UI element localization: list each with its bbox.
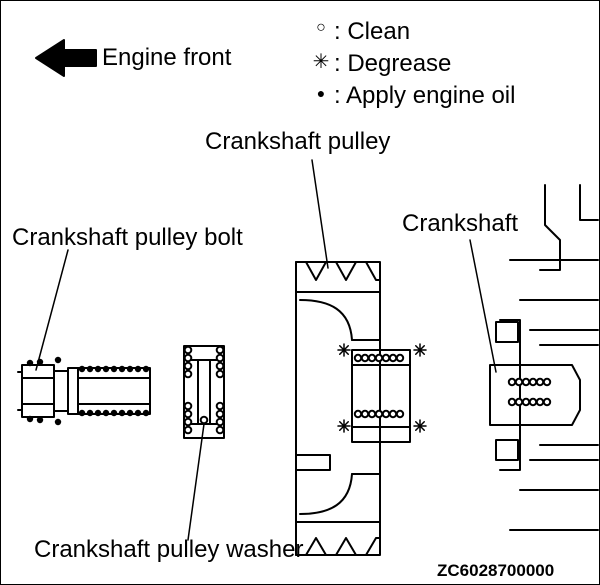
oil-dot [78, 365, 86, 373]
oil-dot [26, 415, 34, 423]
oil-dot [118, 409, 126, 417]
leader-crankshaft-pulley-bolt [35, 249, 69, 371]
clean-circle [353, 409, 363, 419]
clean-circle [183, 353, 193, 363]
open-circle-icon: ○ [316, 19, 326, 36]
clean-circle [521, 377, 531, 387]
filled-dot-icon: ● [316, 85, 326, 101]
clean-circle [360, 353, 370, 363]
clean-circle [374, 353, 384, 363]
clean-circle [395, 353, 405, 363]
oil-dot [102, 409, 110, 417]
oil-dot [54, 356, 62, 364]
clean-circle [215, 401, 225, 411]
asterisk-icon: ✳ [312, 51, 330, 73]
legend-degrease-label: : Degrease [334, 50, 452, 77]
degrease-mark [337, 419, 351, 433]
clean-circle [528, 377, 538, 387]
crankshaft-pulley-bolt [17, 364, 151, 418]
clean-circle [183, 401, 193, 411]
clean-circle [535, 397, 545, 407]
leader-lines [35, 159, 497, 541]
oil-dot [110, 409, 118, 417]
clean-circle [353, 353, 363, 363]
callout-crankshaft: Crankshaft [402, 210, 519, 237]
oil-dot [54, 418, 62, 426]
leader-crankshaft [469, 239, 497, 373]
clean-circle [183, 425, 193, 435]
leader-crankshaft-pulley [311, 159, 329, 269]
clean-circle [528, 397, 538, 407]
clean-circle [381, 353, 391, 363]
crankshaft-pulley [295, 261, 411, 556]
clean-circle [183, 417, 193, 427]
oil-dot [26, 359, 34, 367]
clean-circle [215, 361, 225, 371]
clean-circle [183, 345, 193, 355]
clean-circle [542, 397, 552, 407]
clean-circle [388, 353, 398, 363]
clean-circle [183, 361, 193, 371]
degrease-mark [413, 419, 427, 433]
callout-crankshaft-pulley: Crankshaft pulley [205, 128, 391, 155]
clean-circle [381, 409, 391, 419]
clean-circle [535, 377, 545, 387]
clean-circle [507, 377, 517, 387]
oil-dot [102, 365, 110, 373]
crankshaft [489, 184, 599, 531]
clean-circle [199, 415, 209, 425]
oil-dot [118, 365, 126, 373]
oil-dot [134, 365, 142, 373]
clean-circle [215, 409, 225, 419]
clean-circle [215, 345, 225, 355]
oil-dot [126, 365, 134, 373]
washer-clean-circles [183, 345, 225, 435]
oil-dot [134, 409, 142, 417]
legend-clean-label: : Clean [334, 18, 411, 45]
clean-circle [183, 409, 193, 419]
pulley-degrease-marks [337, 343, 427, 433]
oil-dot [78, 409, 86, 417]
oil-dot [110, 365, 118, 373]
clean-circle [367, 409, 377, 419]
callout-crankshaft-pulley-washer: Crankshaft pulley washer [34, 536, 304, 563]
clean-circle [215, 353, 225, 363]
clean-circle [514, 397, 524, 407]
clean-circle [514, 377, 524, 387]
clean-circle [367, 353, 377, 363]
clean-circle [388, 409, 398, 419]
bolt-oil-dots [26, 356, 150, 426]
legend-oil-label: : Apply engine oil [334, 82, 516, 109]
degrease-mark [413, 343, 427, 357]
clean-circle [215, 417, 225, 427]
clean-circle [542, 377, 552, 387]
oil-dot [94, 409, 102, 417]
clean-circle [360, 409, 370, 419]
clean-circle [521, 397, 531, 407]
oil-dot [142, 409, 150, 417]
figure-code: ZC6028700000 [437, 561, 555, 580]
crankshaft-oil-dots [507, 377, 552, 407]
clean-circle [215, 369, 225, 379]
arrow-left-icon [35, 39, 97, 77]
leader-crankshaft-pulley-washer [187, 423, 205, 541]
clean-circle [507, 397, 517, 407]
oil-dot [86, 365, 94, 373]
oil-dot [86, 409, 94, 417]
clean-circle [215, 425, 225, 435]
callout-crankshaft-pulley-bolt: Crankshaft pulley bolt [12, 224, 243, 251]
degrease-mark [337, 343, 351, 357]
clean-circle [183, 369, 193, 379]
oil-dot [126, 409, 134, 417]
oil-dot [36, 416, 44, 424]
oil-dot [142, 365, 150, 373]
oil-dot [94, 365, 102, 373]
engine-front-label: Engine front [102, 44, 232, 71]
clean-circle [374, 409, 384, 419]
clean-circle [395, 409, 405, 419]
pulley-clean-circles [353, 353, 405, 419]
